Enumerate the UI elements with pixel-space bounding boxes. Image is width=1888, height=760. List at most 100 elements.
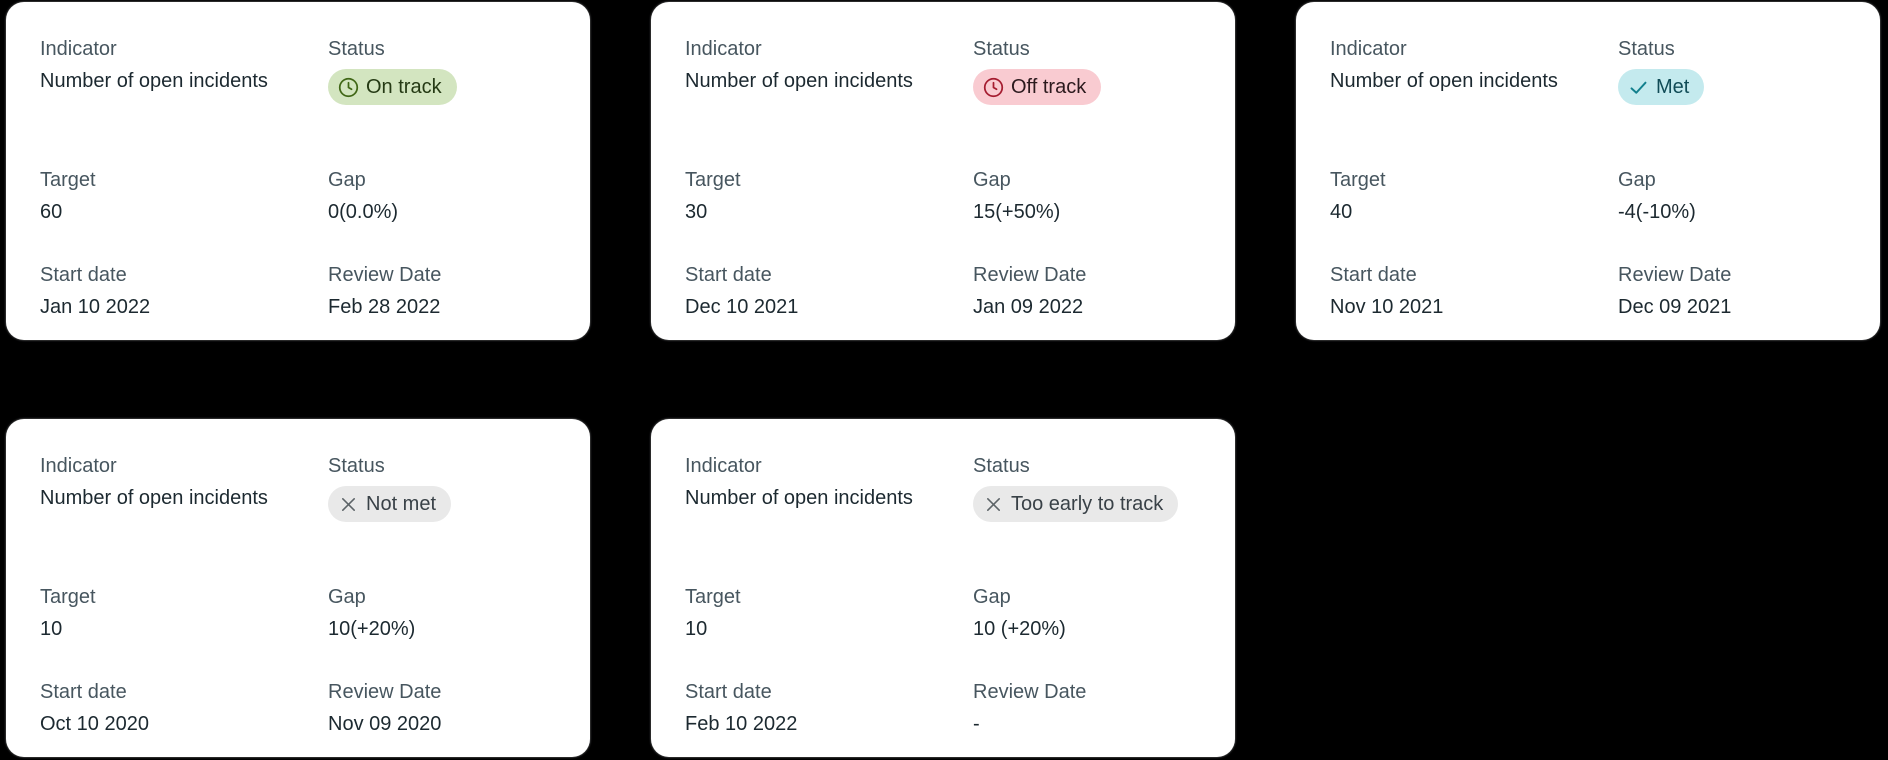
review-date-value: Feb 28 2022 (328, 296, 441, 318)
review-date-field: Review Date Dec 09 2021 (1618, 262, 1852, 321)
start-date-field: Start date Nov 10 2021 (1330, 262, 1618, 321)
review-date-label: Review Date (973, 264, 1087, 286)
target-field: Target 40 (1330, 167, 1618, 262)
status-badge: On track (328, 69, 457, 105)
target-field: Target 30 (685, 167, 973, 262)
start-date-label: Start date (40, 264, 127, 286)
gap-label: Gap (973, 586, 1011, 608)
start-date-value: Feb 10 2022 (685, 713, 798, 735)
status-label: Status (1618, 38, 1675, 60)
clock-icon (338, 77, 359, 98)
target-field: Target 10 (685, 584, 973, 679)
target-value: 60 (40, 201, 63, 223)
status-badge: Not met (328, 486, 452, 522)
status-field: Status Off track (973, 36, 1207, 167)
start-date-value: Nov 10 2021 (1330, 296, 1444, 318)
start-date-field: Start date Feb 10 2022 (685, 679, 973, 738)
kpi-card-on-track: Indicator Number of open incidents Statu… (6, 2, 590, 340)
gap-label: Gap (1618, 169, 1656, 191)
status-field: Status Met (1618, 36, 1852, 167)
gap-value: 15(+50%) (973, 201, 1061, 223)
gap-label: Gap (973, 169, 1011, 191)
status-badge-label: Not met (366, 492, 437, 515)
gap-field: Gap 10 (+20%) (973, 584, 1207, 679)
status-badge: Met (1618, 69, 1705, 105)
target-label: Target (40, 169, 96, 191)
gap-field: Gap 15(+50%) (973, 167, 1207, 262)
status-label: Status (328, 38, 385, 60)
start-date-label: Start date (685, 681, 772, 703)
gap-field: Gap 10(+20%) (328, 584, 562, 679)
start-date-field: Start date Dec 10 2021 (685, 262, 973, 321)
clock-icon (983, 77, 1004, 98)
review-date-value: - (973, 713, 980, 735)
status-badge-label: Too early to track (1011, 492, 1164, 515)
target-value: 10 (685, 618, 708, 640)
indicator-value: Number of open incidents (40, 70, 268, 92)
start-date-label: Start date (40, 681, 127, 703)
target-label: Target (685, 169, 741, 191)
review-date-label: Review Date (328, 264, 442, 286)
review-date-value: Jan 09 2022 (973, 296, 1084, 318)
review-date-label: Review Date (1618, 264, 1732, 286)
indicator-label: Indicator (685, 38, 762, 60)
start-date-field: Start date Oct 10 2020 (40, 679, 328, 738)
review-date-value: Nov 09 2020 (328, 713, 442, 735)
kpi-card-off-track: Indicator Number of open incidents Statu… (651, 2, 1235, 340)
review-date-label: Review Date (973, 681, 1087, 703)
status-label: Status (973, 455, 1030, 477)
gap-value: 0(0.0%) (328, 201, 399, 223)
status-badge-label: Met (1656, 75, 1690, 98)
indicator-value: Number of open incidents (685, 70, 913, 92)
target-value: 10 (40, 618, 63, 640)
kpi-card-met: Indicator Number of open incidents Statu… (1296, 2, 1880, 340)
start-date-field: Start date Jan 10 2022 (40, 262, 328, 321)
kpi-card-too-early: Indicator Number of open incidents Statu… (651, 419, 1235, 757)
start-date-value: Oct 10 2020 (40, 713, 149, 735)
indicator-label: Indicator (40, 38, 117, 60)
gap-label: Gap (328, 169, 366, 191)
indicator-value: Number of open incidents (685, 487, 913, 509)
status-badge-label: On track (366, 75, 442, 98)
x-icon (338, 494, 359, 515)
target-label: Target (685, 586, 741, 608)
gap-value: -4(-10%) (1618, 201, 1696, 223)
kpi-card-not-met: Indicator Number of open incidents Statu… (6, 419, 590, 757)
indicator-value: Number of open incidents (40, 487, 268, 509)
status-badge: Too early to track (973, 486, 1179, 522)
gap-value: 10(+20%) (328, 618, 416, 640)
start-date-label: Start date (1330, 264, 1417, 286)
gap-value: 10 (+20%) (973, 618, 1066, 640)
indicator-field: Indicator Number of open incidents (40, 453, 328, 584)
start-date-label: Start date (685, 264, 772, 286)
review-date-value: Dec 09 2021 (1618, 296, 1732, 318)
check-icon (1628, 77, 1649, 98)
status-label: Status (328, 455, 385, 477)
start-date-value: Dec 10 2021 (685, 296, 799, 318)
review-date-field: Review Date Nov 09 2020 (328, 679, 562, 738)
review-date-field: Review Date Feb 28 2022 (328, 262, 562, 321)
start-date-value: Jan 10 2022 (40, 296, 151, 318)
status-field: Status On track (328, 36, 562, 167)
gap-field: Gap -4(-10%) (1618, 167, 1852, 262)
review-date-field: Review Date - (973, 679, 1207, 738)
gap-label: Gap (328, 586, 366, 608)
indicator-label: Indicator (40, 455, 117, 477)
indicator-value: Number of open incidents (1330, 70, 1558, 92)
status-label: Status (973, 38, 1030, 60)
review-date-label: Review Date (328, 681, 442, 703)
indicator-label: Indicator (685, 455, 762, 477)
review-date-field: Review Date Jan 09 2022 (973, 262, 1207, 321)
target-label: Target (40, 586, 96, 608)
status-field: Status Too early to track (973, 453, 1207, 584)
target-field: Target 60 (40, 167, 328, 262)
x-icon (983, 494, 1004, 515)
status-field: Status Not met (328, 453, 562, 584)
gap-field: Gap 0(0.0%) (328, 167, 562, 262)
card-row-1: Indicator Number of open incidents Statu… (6, 2, 1888, 340)
status-badge-label: Off track (1011, 75, 1087, 98)
card-row-2: Indicator Number of open incidents Statu… (6, 419, 1888, 757)
indicator-field: Indicator Number of open incidents (685, 36, 973, 167)
indicator-label: Indicator (1330, 38, 1407, 60)
